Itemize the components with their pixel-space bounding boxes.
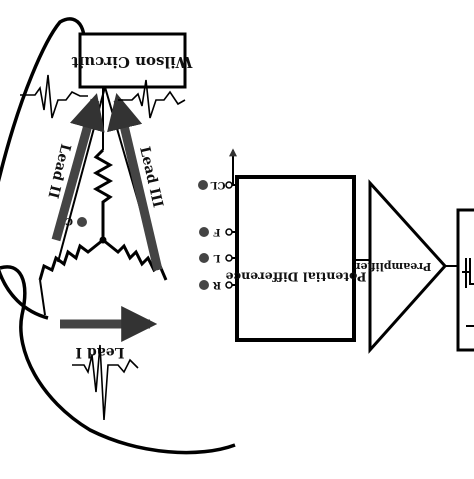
terminal-cl-label: CL [211, 179, 226, 190]
terminal-r: R [199, 279, 237, 290]
ecg-trace-lead-ii [20, 74, 88, 119]
resistor-left [38, 238, 104, 281]
resistor-center [92, 148, 114, 240]
terminal-r-label: R [212, 279, 221, 290]
next-stage-glyph [462, 258, 474, 327]
terminal-l-label: L [213, 252, 220, 263]
terminal-l: L [199, 252, 237, 263]
ecg-trace-lead-i [72, 344, 139, 421]
left-wire [39, 279, 46, 316]
preamplifier-triangle [368, 179, 448, 354]
body-outline [0, 17, 236, 455]
lead-iii-arrow [107, 92, 163, 272]
potential-difference-label: Potential Difference [225, 270, 366, 285]
ecg-trace-lead-iii [118, 79, 186, 119]
preamplifier-label: Preamplifier [354, 260, 431, 273]
wilson-circuit-label: Wilson Circuit [72, 53, 194, 71]
terminal-f-label: F [213, 226, 220, 237]
potential-difference-box [235, 175, 356, 342]
terminal-f: F [199, 226, 237, 237]
lead-ii-arrow [51, 93, 105, 242]
wilson-circuit-box [78, 32, 187, 89]
terminal-cl: CL [198, 179, 237, 190]
